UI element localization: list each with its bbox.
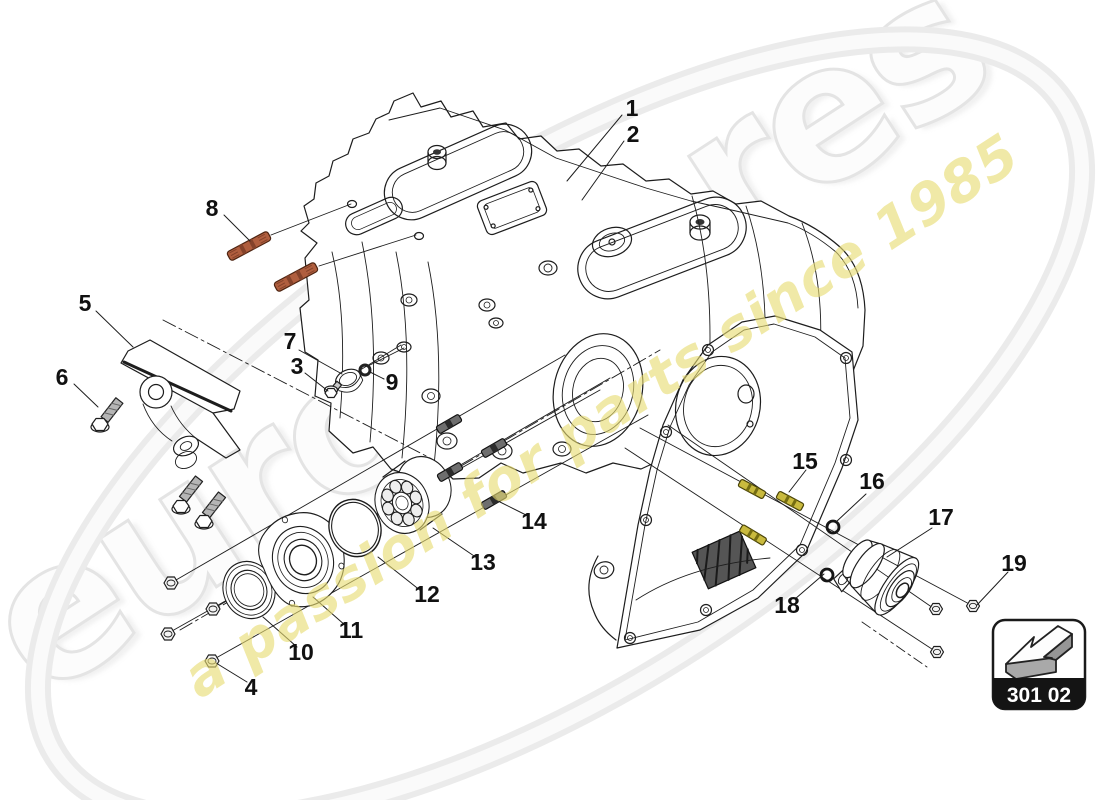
plate-opening <box>674 355 762 457</box>
callout-leader-lines <box>73 114 1009 683</box>
round-recess <box>538 226 633 276</box>
callout-13[interactable]: 13 <box>470 549 496 575</box>
leader-line-8 <box>223 214 251 242</box>
callout-1[interactable]: 1 <box>626 95 639 121</box>
hex-nut <box>204 654 220 668</box>
o-ring-small <box>825 519 841 535</box>
top-pocket-left <box>383 123 533 221</box>
mount-bracket <box>120 339 241 470</box>
hex-nut <box>205 602 221 616</box>
hex-nut <box>928 602 944 616</box>
stud-dark <box>435 414 463 434</box>
leader-line-17 <box>886 527 933 558</box>
callout-19[interactable]: 19 <box>1001 550 1027 576</box>
stud-yellow <box>739 524 767 546</box>
leader-line-1 <box>566 114 623 182</box>
leader-line-3 <box>304 372 329 392</box>
o-ring-small <box>819 567 835 583</box>
leader-line-11 <box>312 596 347 627</box>
bolt <box>171 475 204 515</box>
bracket-axis <box>162 319 433 460</box>
stud-hole <box>346 199 358 209</box>
hex-nut <box>160 627 176 641</box>
hex-nut <box>965 599 981 613</box>
leader-line-13 <box>432 527 478 559</box>
output-flange <box>833 539 920 616</box>
callout-9[interactable]: 9 <box>386 369 399 395</box>
leader-line-16 <box>835 493 867 523</box>
callout-3[interactable]: 3 <box>291 353 304 379</box>
stud-dark <box>480 490 508 510</box>
stud-hole <box>413 231 425 241</box>
plate-hole <box>737 384 755 404</box>
filler-plug-boss <box>427 144 447 171</box>
leader-line-12 <box>377 556 422 592</box>
callout-16[interactable]: 16 <box>859 468 885 494</box>
callout-14[interactable]: 14 <box>521 508 547 534</box>
stud-yellow <box>775 491 805 511</box>
callout-11[interactable]: 11 <box>339 617 364 643</box>
callout-5[interactable]: 5 <box>79 290 92 316</box>
output-bore <box>552 333 644 447</box>
callout-10[interactable]: 10 <box>288 639 314 665</box>
callout-4[interactable]: 4 <box>245 674 258 700</box>
callout-7[interactable]: 7 <box>284 328 297 354</box>
stud-dark <box>436 462 464 482</box>
leader-line-19 <box>976 571 1009 606</box>
small-access-cover <box>476 180 548 236</box>
bolt <box>194 491 227 530</box>
callout-2[interactable]: 2 <box>627 121 640 147</box>
hex-nut <box>929 645 945 659</box>
plate-spout <box>588 555 771 641</box>
callout-12[interactable]: 12 <box>414 581 440 607</box>
exploded-view-icon <box>1005 625 1073 680</box>
page-code-badge: 301 02 <box>991 618 1087 711</box>
leader-line-7 <box>298 349 343 375</box>
leader-line-2 <box>581 140 625 201</box>
o-ring-large <box>328 498 382 558</box>
leader-line-9 <box>369 371 385 380</box>
plate-bolt-holes <box>623 343 853 645</box>
leader-line-18 <box>794 573 825 600</box>
stud-copper <box>273 262 319 292</box>
leader-line-15 <box>788 469 807 493</box>
rear-cover-plate <box>588 315 859 649</box>
callout-6[interactable]: 6 <box>56 364 69 390</box>
stud-copper <box>226 231 272 261</box>
flange-axis <box>861 621 928 668</box>
page-code-label: 301 02 <box>1007 684 1071 707</box>
callout-18[interactable]: 18 <box>774 592 800 618</box>
small-o-ring <box>358 363 372 377</box>
small-bolt <box>323 380 343 399</box>
hex-nut <box>163 576 179 590</box>
callout-8[interactable]: 8 <box>206 195 219 221</box>
stud-yellow <box>737 479 767 499</box>
callout-15[interactable]: 15 <box>792 448 818 474</box>
leader-line-5 <box>95 310 134 348</box>
flange-slot <box>345 196 403 236</box>
plate-hole-small <box>746 420 754 428</box>
bolt <box>90 397 124 433</box>
leader-line-10 <box>262 616 298 648</box>
leader-line-4 <box>215 662 248 683</box>
leader-line-6 <box>73 383 99 408</box>
leader-line-14 <box>499 501 529 517</box>
stud-dark <box>480 438 508 458</box>
callout-17[interactable]: 17 <box>928 504 954 530</box>
top-pocket-right <box>577 196 747 300</box>
